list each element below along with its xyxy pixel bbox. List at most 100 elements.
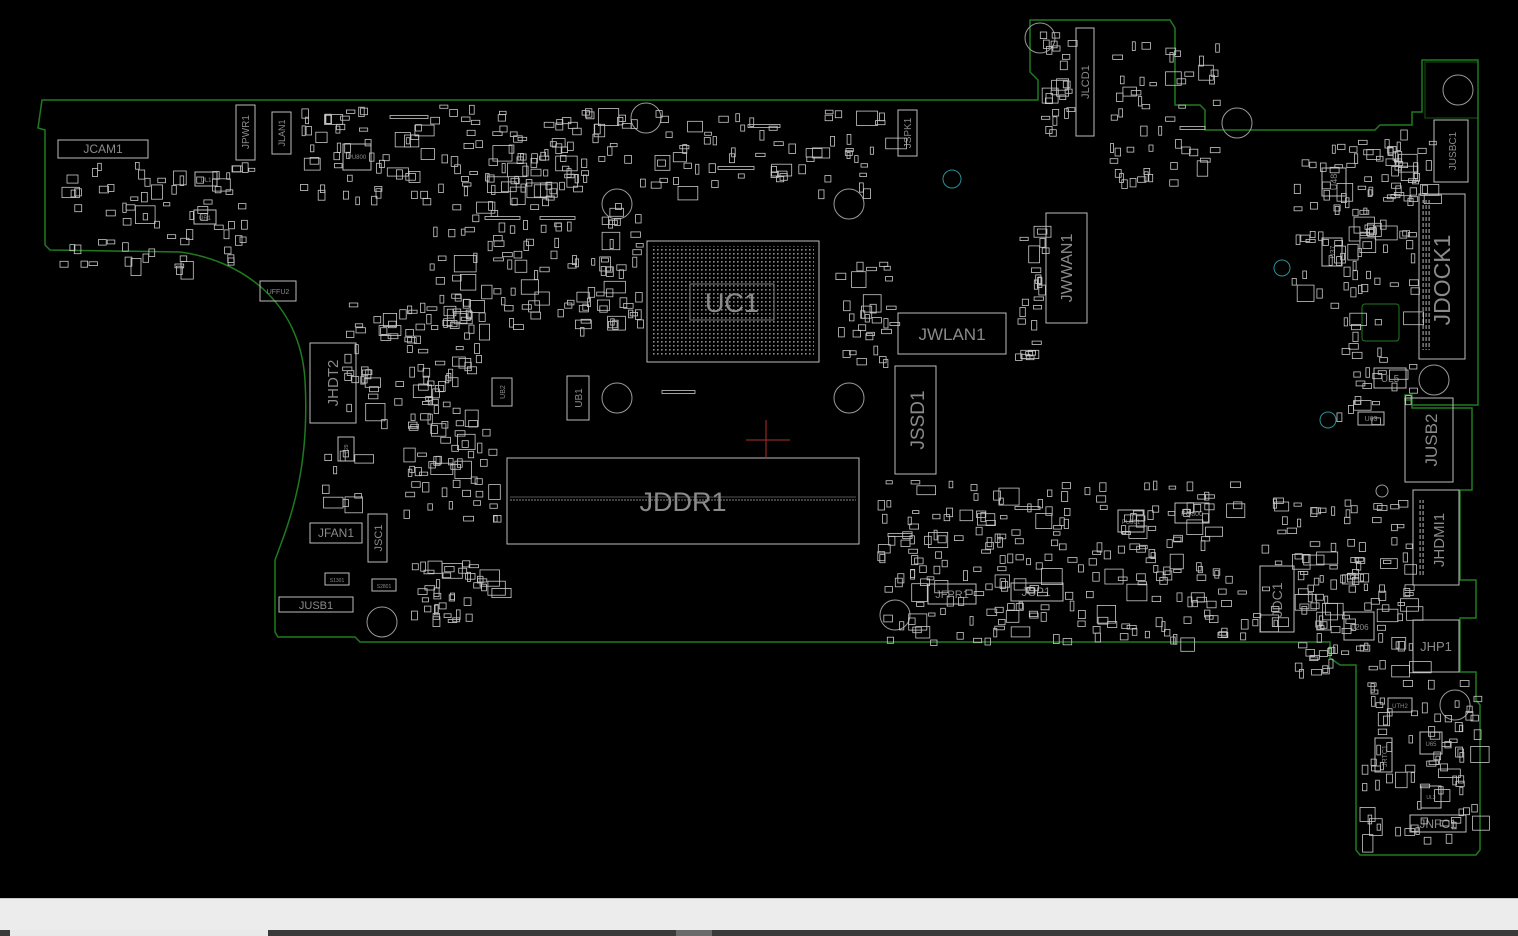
- smd-part: [364, 139, 372, 147]
- smd-part: [122, 202, 127, 213]
- smd-part: [866, 266, 877, 272]
- smd-part: [1341, 650, 1350, 655]
- smd-part: [1364, 642, 1369, 651]
- connector-jusbc1[interactable]: JUSBC1: [1433, 119, 1469, 183]
- smd-part: [908, 613, 928, 631]
- ic-ul3[interactable]: UL3: [1420, 785, 1442, 809]
- ic-ur1[interactable]: UR1: [193, 209, 217, 225]
- smd-part: [954, 535, 964, 542]
- smd-part: [1412, 173, 1421, 182]
- smd-part: [884, 586, 893, 593]
- smd-part: [1354, 396, 1362, 405]
- smd-part: [1321, 181, 1331, 190]
- connector-jdock1[interactable]: JDOCK1: [1418, 193, 1466, 360]
- smd-part: [593, 123, 606, 138]
- connector-jdc1[interactable]: JDC1: [1259, 565, 1295, 633]
- smd-part: [1370, 758, 1377, 766]
- connector-jhdt2[interactable]: JHDT2: [309, 342, 357, 424]
- smd-part: [860, 163, 868, 168]
- smd-part: [999, 555, 1006, 564]
- smd-part: [1064, 507, 1071, 516]
- smd-part: [422, 367, 431, 378]
- ic-uffu2[interactable]: UFFU2: [259, 280, 297, 302]
- pcb-board-viewport[interactable]: UC1 JDDR1 JWLAN1 JSSD1 JWWAN1 JDOCK1: [0, 0, 1518, 898]
- connector-jspk1[interactable]: JSPK1: [897, 109, 918, 157]
- smd-part: [426, 313, 432, 325]
- smd-part: [1350, 505, 1358, 514]
- connector-jwwan1[interactable]: JWWAN1: [1045, 212, 1088, 324]
- smd-part: [501, 163, 506, 174]
- ic-u37[interactable]: U37: [1321, 237, 1343, 267]
- pu800-label: PU800: [348, 155, 367, 161]
- smd-part: [585, 108, 593, 118]
- smd-part: [1331, 144, 1336, 154]
- connector-jrtc1[interactable]: JRTC1: [1374, 737, 1393, 773]
- connector-jsc1[interactable]: JSC1: [367, 513, 388, 563]
- smd-part: [1165, 47, 1177, 55]
- smd-part: [223, 229, 230, 240]
- connector-jhp1[interactable]: JHP1: [1412, 619, 1460, 673]
- connector-jlcd1[interactable]: JLCD1: [1075, 27, 1095, 137]
- ic-pu800[interactable]: PU800: [342, 143, 372, 171]
- smd-part: [179, 175, 185, 186]
- ic-u65[interactable]: U65: [1419, 731, 1443, 755]
- smd-part: [134, 205, 156, 224]
- cpu-uc1[interactable]: UC1: [646, 240, 820, 363]
- smd-part: [657, 159, 666, 167]
- smd-part: [346, 174, 353, 182]
- horizontal-scrollbar[interactable]: [0, 930, 1518, 936]
- smd-part: [1347, 243, 1359, 261]
- smd-part: [1149, 82, 1157, 87]
- ic-u206[interactable]: U206: [1343, 611, 1375, 641]
- smd-part: [1067, 40, 1078, 47]
- connector-jhdmi1[interactable]: JHDMI1: [1412, 489, 1460, 586]
- connector-jfpr1[interactable]: JFPR1: [927, 583, 977, 605]
- smd-part: [540, 224, 547, 233]
- smd-part: [432, 388, 440, 399]
- smd-part: [540, 182, 558, 198]
- smd-part: [1173, 634, 1178, 645]
- smd-part: [227, 257, 235, 266]
- smd-part: [355, 327, 366, 334]
- connector-jwlan1[interactable]: JWLAN1: [897, 312, 1007, 355]
- smd-part: [1395, 771, 1408, 789]
- smd-part: [1328, 658, 1334, 669]
- smd-part: [1199, 55, 1204, 67]
- memory-slot-jddr1[interactable]: JDDR1: [506, 457, 860, 545]
- connector-jlan1[interactable]: JLAN1: [271, 111, 292, 155]
- smd-part: [566, 173, 578, 188]
- ic-u63[interactable]: U63: [1357, 411, 1385, 426]
- connector-jcam1[interactable]: JCAM1: [57, 139, 149, 159]
- smd-part: [1330, 626, 1341, 634]
- ic-ub2[interactable]: UB2: [491, 377, 513, 407]
- connector-jssd1[interactable]: JSSD1: [894, 365, 937, 475]
- connector-jpwr1[interactable]: JPWR1: [235, 104, 256, 161]
- switch-s2801[interactable]: S2801: [371, 578, 397, 592]
- smd-part: [492, 515, 502, 523]
- board-layout-canvas[interactable]: UC1 JDDR1 JWLAN1 JSSD1 JWWAN1 JDOCK1: [0, 0, 1518, 898]
- smd-part: [369, 386, 379, 393]
- u29-label: U29: [344, 444, 350, 453]
- connector-jusb2[interactable]: JUSB2: [1404, 397, 1454, 483]
- connector-jusb1[interactable]: JUSB1: [278, 596, 354, 613]
- smd-part: [842, 350, 851, 358]
- jfpr1-label: JFPR1: [935, 589, 969, 601]
- scrollbar-thumb[interactable]: [10, 930, 268, 936]
- smd-part: [1359, 209, 1370, 215]
- smd-part: [409, 366, 415, 378]
- ic-uth2[interactable]: UTH2: [1387, 697, 1413, 713]
- switch-s1301[interactable]: S1301: [324, 572, 350, 586]
- smd-part: [871, 317, 882, 324]
- smd-part: [442, 401, 451, 408]
- ic-u29[interactable]: U29: [337, 436, 355, 462]
- smd-part: [1364, 224, 1375, 230]
- smd-part: [899, 621, 905, 631]
- smd-part: [482, 428, 491, 437]
- smd-part: [1117, 576, 1128, 581]
- smd-part: [389, 115, 429, 119]
- smd-part: [973, 493, 979, 501]
- smd-part: [369, 152, 375, 162]
- connector-jfan1[interactable]: JFAN1: [309, 522, 363, 544]
- ic-ub1[interactable]: UB1: [566, 375, 590, 421]
- smd-part: [481, 284, 493, 300]
